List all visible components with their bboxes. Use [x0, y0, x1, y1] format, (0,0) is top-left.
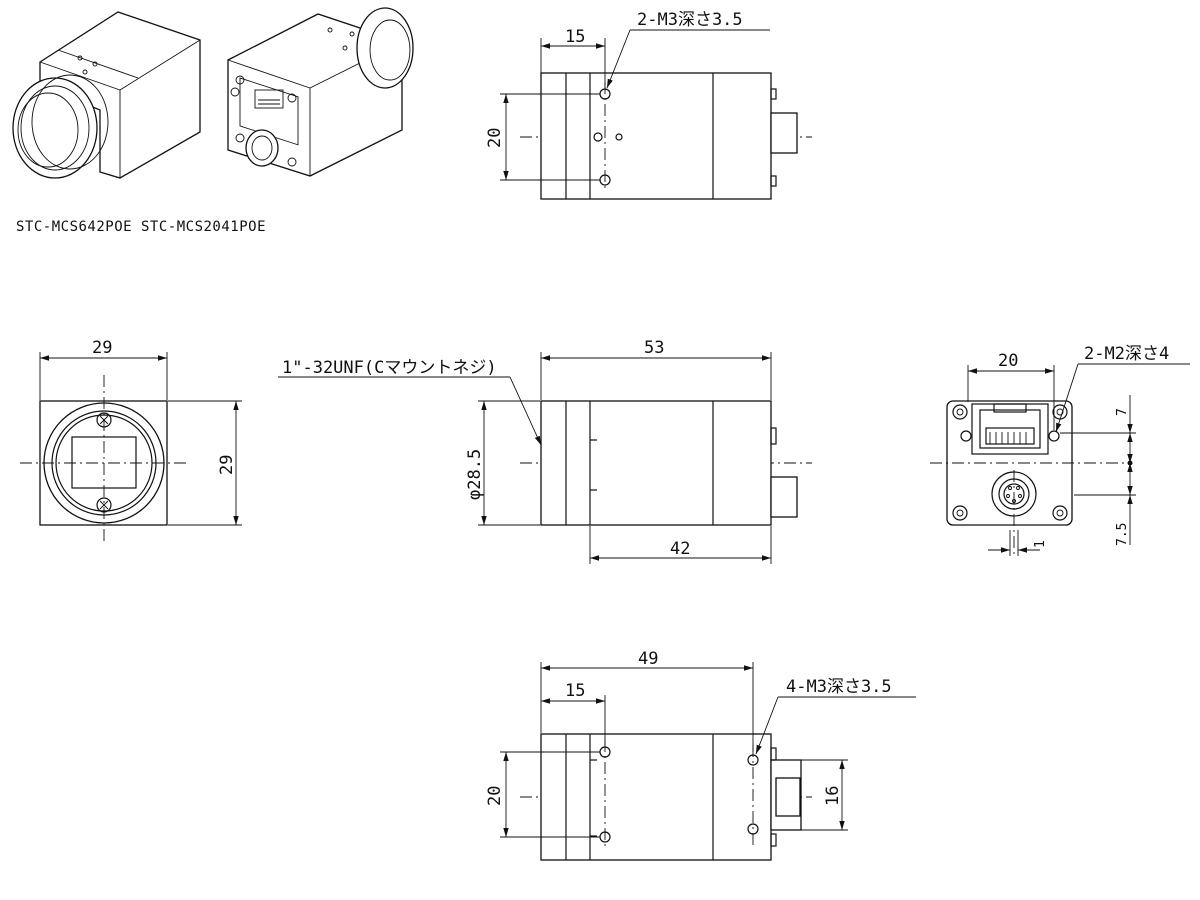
models-label: STC-MCS642POE STC-MCS2041POE — [16, 219, 266, 235]
rear-view: 20 2-M2深さ4 7 7.5 1 — [930, 344, 1190, 556]
bottom-dim-49: 49 — [638, 649, 658, 669]
bottom-dim-20: 20 — [485, 786, 505, 806]
top-dim-20: 20 — [485, 128, 505, 148]
rear-dim-1: 1 — [1033, 540, 1048, 548]
rear-dim-7: 7 — [1115, 408, 1130, 416]
side-thread-note: 1"-32UNF(Cマウントネジ) — [282, 358, 497, 378]
side-dim-diameter: φ28.5 — [465, 449, 485, 500]
bottom-dim-15: 15 — [565, 681, 585, 701]
top-hole-note: 2-M3深さ3.5 — [637, 10, 743, 30]
bottom-dim-16: 16 — [823, 786, 843, 806]
camera-iso-front — [12, 11, 201, 179]
side-view: 1"-32UNF(Cマウントネジ) 53 φ28.5 42 — [278, 338, 812, 564]
front-dim-height: 29 — [217, 455, 237, 475]
rear-hole-note: 2-M2深さ4 — [1084, 344, 1169, 364]
side-dim-length: 53 — [644, 338, 664, 358]
front-dim-width: 29 — [92, 338, 112, 358]
top-view: 15 20 2-M3深さ3.5 — [485, 10, 812, 200]
bottom-hole-note: 4-M3深さ3.5 — [786, 677, 892, 697]
rear-dim-7-5: 7.5 — [1115, 523, 1130, 546]
rear-dim-20: 20 — [998, 351, 1018, 371]
top-dim-15: 15 — [565, 27, 585, 47]
camera-iso-rear — [227, 7, 414, 177]
bottom-view: 49 15 20 16 4-M3深さ3.5 — [485, 649, 916, 861]
side-dim-body: 42 — [670, 539, 690, 559]
front-view: 29 29 — [20, 338, 242, 545]
